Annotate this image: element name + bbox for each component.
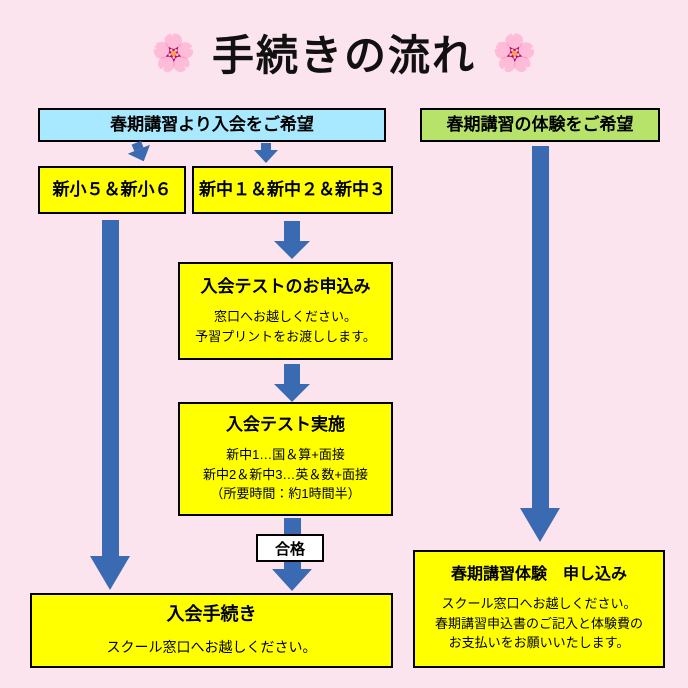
page-title: 🌸 手続きの流れ 🌸 <box>0 22 688 83</box>
enroll-final-line: スクール窓口へお越しください。 <box>106 638 317 655</box>
arrow-tip <box>272 569 312 591</box>
arrow-tip <box>274 241 310 259</box>
arrow-tip <box>520 508 560 542</box>
test-exec-title: 入会テスト実施 <box>226 415 345 435</box>
arrow-shaft <box>261 143 271 150</box>
trial-final-title: 春期講習体験 申し込み <box>450 566 627 584</box>
cherry-blossom-icon: 🌸 <box>151 31 196 73</box>
test-apply-line: 窓口へお越しください。 <box>213 309 357 325</box>
cherry-blossom-icon: 🌸 <box>492 31 537 73</box>
enroll-header-label: 春期講習より入会をご希望 <box>110 114 314 134</box>
pass-label: 合格 <box>274 540 305 558</box>
grade-junior-label: 新中１＆新中２＆新中３ <box>199 179 386 199</box>
grade-elementary-box: 新小５＆新小６ <box>38 166 186 214</box>
test-exec-line: 新中2＆新中3…英＆数+面接 <box>202 466 369 482</box>
test-exec-line: 新中1…国＆算+面接 <box>226 447 345 463</box>
trial-final-box: 春期講習体験 申し込み スクール窓口へお越しください。 春期講習申込書のご記入と… <box>413 550 665 668</box>
arrow-shaft <box>101 220 119 556</box>
junior-to-apply-arrow-icon <box>274 221 310 259</box>
arrow-shaft <box>284 221 300 241</box>
test-apply-line: 予習プリントをお渡しします。 <box>195 328 376 344</box>
arrow-tip <box>127 144 155 166</box>
trial-header-box: 春期講習の体験をご希望 <box>420 108 660 142</box>
test-exec-box: 入会テスト実施 新中1…国＆算+面接 新中2＆新中3…英＆数+面接 （所要時間：… <box>178 402 393 516</box>
branch-arrow-left-icon <box>125 138 155 166</box>
title-text: 手続きの流れ <box>211 32 476 79</box>
trial-arrow-icon <box>520 146 560 542</box>
arrow-tip <box>90 556 130 590</box>
trial-header-label: 春期講習の体験をご希望 <box>446 114 634 134</box>
grade-elementary-label: 新小５＆新小６ <box>52 179 172 199</box>
arrow-shaft <box>531 146 549 508</box>
pass-badge: 合格 <box>256 534 324 562</box>
test-exec-line: （所要時間：約1時間半） <box>210 486 361 502</box>
enroll-final-title: 入会手続き <box>166 604 257 625</box>
grade-junior-box: 新中１＆新中２＆新中３ <box>192 166 393 214</box>
arrow-tip <box>254 150 278 163</box>
test-apply-box: 入会テストのお申込み 窓口へお越しください。 予習プリントをお渡しします。 <box>178 262 393 360</box>
elementary-direct-arrow-icon <box>90 220 130 590</box>
test-apply-title: 入会テストのお申込み <box>200 276 371 296</box>
trial-final-line: スクール窓口へお越しください。 <box>441 596 637 612</box>
trial-final-line: 春期講習申込書のご記入と体験費の <box>434 615 643 631</box>
enroll-header-box: 春期講習より入会をご希望 <box>38 108 386 142</box>
branch-arrow-right-icon <box>254 143 278 163</box>
trial-final-line: お支払いをお願いいたします。 <box>448 635 630 651</box>
arrow-shaft <box>284 364 300 384</box>
apply-to-exec-arrow-icon <box>274 364 310 402</box>
arrow-tip <box>274 384 310 402</box>
enroll-final-box: 入会手続き スクール窓口へお越しください。 <box>30 593 393 668</box>
